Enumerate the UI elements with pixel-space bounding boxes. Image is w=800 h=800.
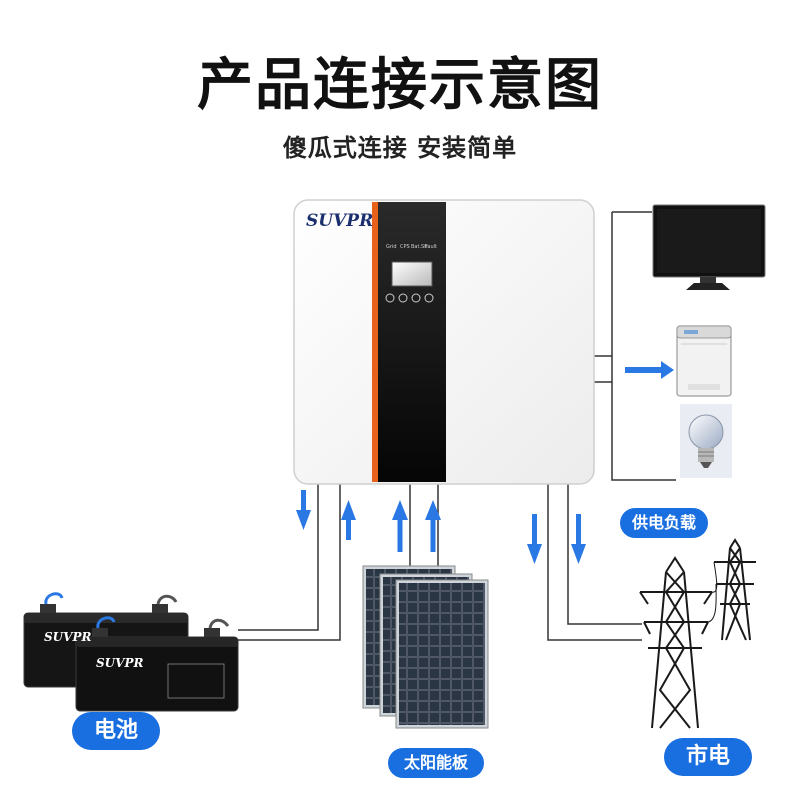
light-bulb-icon [680, 404, 732, 478]
power-tower-icon [639, 538, 756, 729]
inverter-lcd-screen [391, 261, 433, 287]
arrow-up-icon [392, 500, 408, 552]
arrow-down-icon [527, 514, 542, 564]
inverter-indicator-fault: Fault [425, 244, 437, 250]
arrow-right-icon [625, 361, 674, 379]
battery-brand-logo-front: SUVPR [96, 656, 144, 670]
arrow-down-icon [296, 490, 311, 530]
diagram-title: 产品连接示意图 [197, 53, 603, 118]
inverter-orange-stripe [372, 202, 378, 482]
tv-icon [652, 204, 766, 290]
inverter-button-3 [411, 293, 421, 303]
diagram-subtitle: 傻瓜式连接 安装简单 [282, 134, 518, 162]
battery-brand-logo-back: SUVPR [44, 630, 92, 644]
arrow-up-icon [341, 500, 356, 540]
grid-label: 市电 [664, 738, 752, 776]
inverter-indicator-cps: CPS [400, 244, 410, 250]
inverter [293, 199, 595, 485]
solar-label: 太阳能板 [388, 748, 484, 778]
battery-label: 电池 [72, 712, 160, 750]
inverter-button-1 [385, 293, 395, 303]
flow-arrows [296, 361, 674, 564]
inverter-front-panel [378, 202, 446, 482]
battery-icon [23, 592, 239, 712]
solar-panel-icon [362, 565, 489, 729]
inverter-indicator-batsh: Bat.Sh [411, 244, 428, 250]
arrow-up-icon [425, 500, 441, 552]
inverter-brand-logo: SUVPR [306, 211, 374, 231]
washing-machine-icon [676, 325, 732, 397]
load-label: 供电负载 [620, 508, 708, 538]
arrow-down-icon [571, 514, 586, 564]
inverter-indicator-grid: Grid [386, 244, 397, 250]
inverter-button-4 [424, 293, 434, 303]
inverter-button-2 [398, 293, 408, 303]
wiring [238, 211, 676, 641]
